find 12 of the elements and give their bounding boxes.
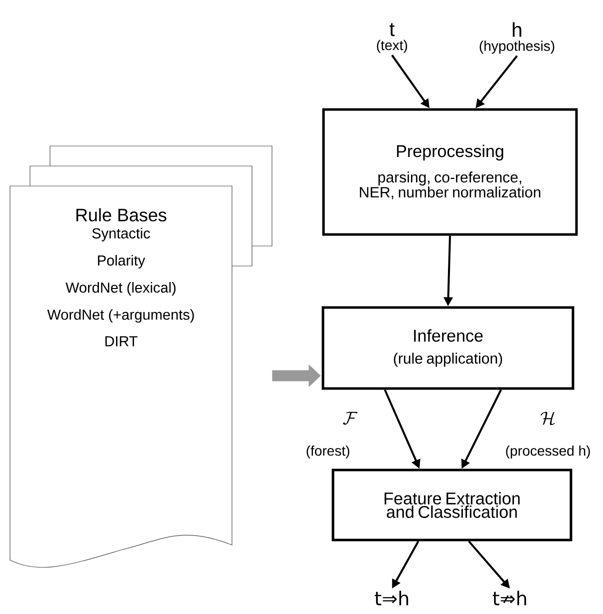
output-label: t⇏h — [492, 590, 526, 606]
symbol-label: $\mathcal{H}$ — [540, 412, 555, 426]
edge-label: (processed h) — [504, 444, 592, 460]
input-label: h (hypothesis) — [480, 22, 554, 54]
process-box: Feature Extraction and Classification — [332, 468, 572, 542]
document-stack: Rule Bases Syntactic Polarity WordNet (lexical) WordNet (+arguments) DIRT — [10, 146, 272, 568]
input-label: t (text) — [376, 23, 408, 53]
output-label: t⇒h — [374, 590, 408, 606]
edge-label: (forest) — [304, 444, 352, 460]
process-box: Preprocessing parsing, co-reference, NER, number normalization — [322, 108, 578, 236]
symbol-label: $\mathcal{F}$ — [342, 412, 358, 425]
process-box: Inference (rule application) — [322, 306, 574, 390]
